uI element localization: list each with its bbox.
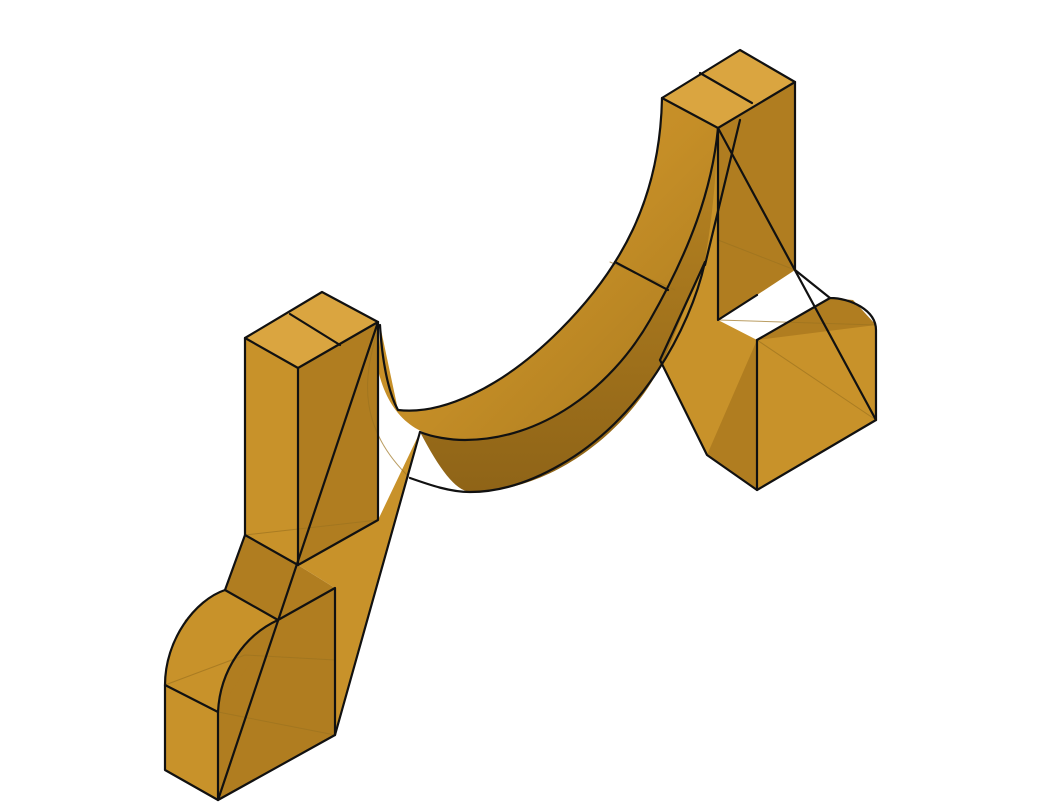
hidden-edges (164, 239, 877, 736)
arch-lower-band (420, 128, 718, 492)
visible-edges (163, 48, 878, 802)
left-foot-front-face (218, 588, 335, 800)
arch-outer-surface (378, 98, 718, 440)
left-foot-rounded-face (165, 590, 278, 800)
arch-span (378, 98, 718, 492)
left-column-sloped-face (298, 432, 420, 735)
left-upper-top-face (245, 292, 378, 368)
left-upper-front-face (245, 338, 298, 565)
